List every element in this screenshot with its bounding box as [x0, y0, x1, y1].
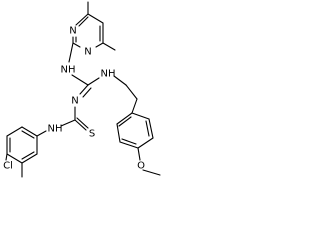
bond — [142, 169, 161, 176]
bond — [78, 16, 89, 27]
bond — [60, 119, 76, 127]
bond — [121, 138, 137, 145]
bond — [148, 118, 154, 139]
bond — [87, 13, 104, 24]
bond — [76, 117, 89, 129]
bond — [131, 112, 150, 120]
bond — [131, 98, 138, 114]
atom-labels: N N NH NH N S NH Cl O — [3, 26, 145, 172]
bond — [21, 153, 38, 164]
bond — [116, 123, 121, 143]
bond — [102, 42, 116, 51]
bond — [21, 130, 35, 139]
atom-label-o: O — [137, 161, 145, 172]
bond — [21, 151, 35, 160]
bond — [68, 42, 74, 63]
bond — [113, 75, 127, 86]
atom-label-n: N — [84, 47, 91, 58]
bond — [125, 84, 138, 100]
bond — [82, 87, 92, 98]
molecule-structure: N N NH NH N S NH Cl O — [3, 1, 161, 178]
bond — [137, 137, 154, 149]
bond — [116, 112, 133, 125]
bonds — [5, 1, 161, 178]
bond — [74, 119, 87, 131]
atom-label-cl: Cl — [3, 161, 13, 172]
bond — [21, 126, 38, 137]
atom-label-n: N — [71, 96, 78, 107]
bond — [119, 141, 139, 149]
bond — [6, 153, 23, 164]
bond — [95, 42, 104, 48]
bond — [6, 126, 23, 137]
bond — [79, 84, 89, 95]
bond — [87, 77, 100, 86]
atom-label-nh: NH — [48, 124, 63, 135]
bond — [71, 74, 89, 86]
atom-label-nh: NH — [101, 69, 116, 80]
bond — [145, 120, 150, 137]
atom-label-nh: NH — [61, 65, 76, 76]
bond — [137, 147, 141, 161]
bond — [75, 13, 89, 26]
bond — [118, 116, 132, 127]
bond — [36, 130, 47, 137]
bond — [5, 153, 8, 161]
bond — [72, 42, 81, 48]
atom-label-s: S — [89, 129, 95, 140]
atom-label-n: N — [69, 26, 76, 37]
